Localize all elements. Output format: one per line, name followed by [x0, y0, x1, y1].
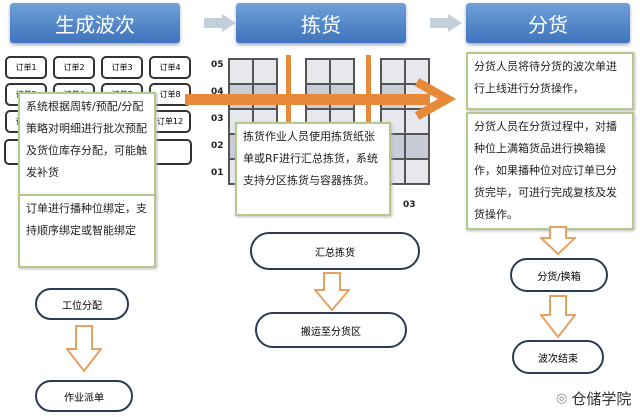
step-summary-pick: 汇总拣货	[250, 232, 420, 270]
callout-sort-process: 分货人员在分货过程中，对播种位上满箱货品进行换箱操作，如果播种位对应订单已分货完…	[466, 112, 634, 230]
order-box: 订单4	[149, 56, 191, 79]
watermark-text: 仓储学院	[571, 390, 632, 408]
step-move: 搬运至分货区	[255, 312, 407, 348]
rack-row-label: 01	[211, 168, 224, 178]
step-sort-box: 分货/换箱	[510, 258, 608, 292]
arrow-down-icon	[540, 295, 576, 339]
order-box: 订单1	[5, 56, 47, 79]
stage-pick: 拣货	[236, 3, 406, 43]
arrow-down-icon	[66, 325, 102, 373]
step-dispatch: 作业派单	[35, 380, 133, 412]
order-box: 订单3	[101, 56, 143, 79]
flow-arrow-icon	[185, 78, 457, 120]
callout-pick: 拣货作业人员使用拣货纸张单或RF进行汇总拣货，系统支持分区拣货与容器拣货。	[235, 122, 391, 216]
rack-row-label: 05	[211, 60, 224, 70]
order-box: 订单2	[53, 56, 95, 79]
arrow-right-icon	[204, 14, 236, 32]
arrow-down-icon	[540, 226, 576, 256]
arrow-right-icon	[430, 14, 462, 32]
stage-generate-wave: 生成波次	[10, 3, 180, 43]
wechat-icon: ◎	[556, 391, 568, 406]
rack-row-label: 02	[211, 141, 224, 151]
stage-sort: 分货	[466, 3, 630, 43]
rack-row-label: 04	[211, 87, 224, 97]
rack-col-label: 03	[403, 200, 416, 210]
pick-path	[366, 55, 371, 173]
pick-path	[286, 55, 291, 173]
callout-wave-allocation: 系统根据周转/预配/分配策略对明细进行批次预配及货位库存分配，可能触发补货	[18, 92, 156, 196]
rack-row-label: 03	[211, 114, 224, 124]
step-end: 波次结束	[512, 340, 604, 374]
callout-sort-online: 分货人员将待分货的波次单进行上线进行分货操作，	[466, 52, 634, 110]
callout-wave-binding: 订单进行播种位绑定，支持顺序绑定或智能绑定	[18, 194, 156, 268]
watermark: ◎ 仓储学院	[556, 388, 631, 409]
arrow-down-icon	[314, 272, 350, 312]
step-station: 工位分配	[35, 288, 129, 320]
